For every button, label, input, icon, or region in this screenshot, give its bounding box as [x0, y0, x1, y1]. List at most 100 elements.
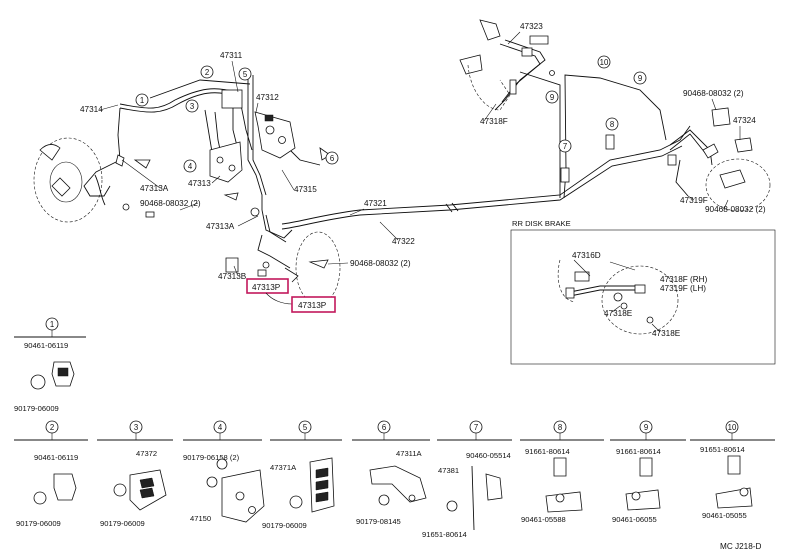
- bolt-icon: [30, 374, 46, 390]
- legend-part-drawing: [625, 489, 661, 511]
- callout-circle: 3: [185, 99, 199, 113]
- legend-part-drawing: [553, 457, 567, 477]
- callout-circle: 8: [605, 117, 619, 131]
- legend-part-drawing: [639, 457, 653, 477]
- front-left-brake-disc: [33, 137, 103, 223]
- legend-part-drawing: [248, 506, 256, 514]
- legend-number: 4: [218, 423, 223, 432]
- callout-circle: 9: [633, 71, 647, 85]
- legend-number: 9: [644, 423, 648, 432]
- legend-part-drawing: [216, 458, 228, 470]
- rear-brake-lines: [281, 71, 691, 230]
- legend-number: 5: [303, 423, 308, 432]
- legend-callout-5: 5: [298, 420, 312, 434]
- callout-circle: 2: [200, 65, 214, 79]
- part-label: 90468-08032 (2): [140, 199, 201, 208]
- part-label: 47314: [80, 105, 103, 114]
- callout-number: 9: [638, 74, 642, 83]
- legend-part-drawing: [315, 491, 329, 503]
- part-label: 90468-08032 (2): [705, 205, 766, 214]
- legend-part-drawing: [739, 487, 749, 497]
- part-label: 47319F: [680, 196, 708, 205]
- legend-part-number: 91661-80614: [525, 447, 570, 456]
- callout-circle: 5: [238, 67, 252, 81]
- legend-callout-1: 1: [45, 317, 59, 331]
- part-label: 47311: [220, 51, 243, 60]
- legend-part-number: 90461-06055: [612, 515, 657, 524]
- legend-part-drawing: [33, 491, 47, 505]
- callout-circle: 6: [325, 151, 339, 165]
- master-cylinder-valve: [209, 89, 296, 183]
- legend-number: 7: [474, 423, 478, 432]
- legend-part-drawing: [446, 500, 458, 512]
- inset-frame: [510, 229, 776, 365]
- legend-part-number: 90179-06009: [14, 404, 59, 413]
- callout-circle: 7: [558, 139, 572, 153]
- legend-part-drawing: [471, 465, 475, 531]
- part-label: 47313A: [206, 222, 235, 231]
- part-label: 47324: [733, 116, 756, 125]
- highlighted-label-2[interactable]: 47313P: [291, 296, 336, 313]
- legend-part-number: 47311A: [396, 449, 423, 458]
- legend-callout-4: 4: [213, 420, 227, 434]
- legend-number: 6: [382, 423, 386, 432]
- highlight-text-1: 47313P: [252, 283, 281, 292]
- legend-part-drawing: [235, 491, 245, 501]
- legend-callout-2: 2: [45, 420, 59, 434]
- legend-callout-9: 9: [639, 420, 653, 434]
- legend-number: 8: [558, 423, 562, 432]
- legend-part-number: 47372: [136, 449, 157, 458]
- inset-label-47318e-1: 47318E: [604, 309, 633, 318]
- callout-number: 4: [188, 162, 193, 171]
- legend-part-number: 90461-05588: [521, 515, 566, 524]
- legend-part-number: 90179-06158 (2): [183, 453, 240, 462]
- callout-number: 9: [550, 93, 554, 102]
- legend-part-number: 90179-06009: [16, 519, 61, 528]
- callout-number: 3: [190, 102, 194, 111]
- footer-code: MC J218-D: [720, 542, 761, 551]
- callout-circle: 1: [135, 93, 149, 107]
- legend-part-number: 90460-05514: [466, 451, 511, 460]
- inset-label-47316d: 47316D: [572, 251, 601, 260]
- legend-number: 3: [134, 423, 138, 432]
- main-callouts: 1 2 3 4 5 6 7 8 9 10 9: [135, 55, 647, 173]
- legend-callout-8: 8: [553, 420, 567, 434]
- legend-part-number: 47150: [190, 514, 211, 523]
- part-label: 47322: [392, 237, 415, 246]
- legend-part-drawing: [545, 491, 583, 513]
- legend-part-drawing: [139, 477, 155, 489]
- legend-part-number: 47381: [438, 466, 459, 475]
- callout-number: 5: [243, 70, 248, 79]
- legend-part-drawing: [289, 495, 303, 509]
- legend-part-number: 90461-06119: [34, 453, 78, 462]
- legend-part-drawing: [408, 494, 416, 502]
- rear-right-hose: [667, 107, 771, 212]
- part-label: 90468-08032 (2): [683, 89, 744, 98]
- legend-number: 1: [50, 320, 54, 329]
- rear-upper-cluster: [459, 19, 555, 111]
- legend-part-drawing: [113, 483, 127, 497]
- legend-part-drawing: [631, 491, 641, 501]
- callout-circle: 4: [183, 159, 197, 173]
- legend-part-drawing: [369, 465, 427, 503]
- part-label: 90468-08032 (2): [350, 259, 411, 268]
- legend-part-drawing: [727, 455, 741, 475]
- hose-47313a-left: [83, 107, 155, 218]
- highlighted-label-1[interactable]: 47313P: [246, 278, 289, 294]
- part-label: 47315: [294, 185, 317, 194]
- callout-number: 8: [610, 120, 614, 129]
- legend-part-drawing: [485, 473, 503, 501]
- callout-number: 2: [205, 68, 209, 77]
- legend-part-number: 47371A: [270, 463, 297, 472]
- callout-circle: 9: [545, 90, 559, 104]
- legend-part-drawing: [139, 487, 155, 499]
- part-label: 47313: [188, 179, 211, 188]
- callout-number: 6: [330, 154, 334, 163]
- part-label: 47312: [256, 93, 279, 102]
- legend-part-number: 90179-08145: [356, 517, 401, 526]
- callout-number: 10: [600, 58, 609, 67]
